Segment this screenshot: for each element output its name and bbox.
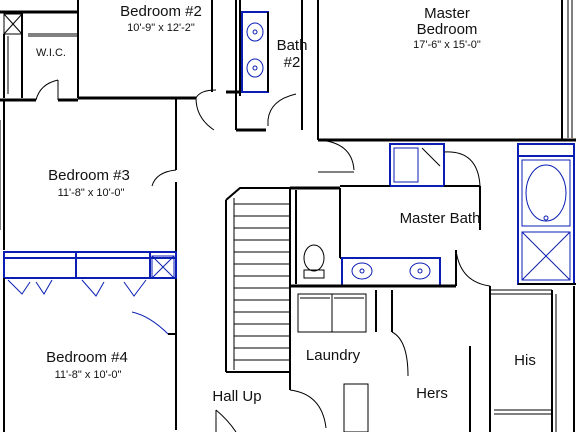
room-labels: W.I.C. Bedroom #2 10'-9" x 12'-2" Bath #…	[36, 3, 536, 405]
hall-area	[215, 409, 237, 432]
bedroom4-walls	[3, 278, 176, 432]
bath2-label-line2: #2	[284, 54, 301, 71]
master-bath-label: Master Bath	[400, 210, 481, 227]
tub-shower	[479, 143, 576, 285]
bedroom2-name: Bedroom #2	[120, 3, 202, 20]
wic-label: W.I.C.	[36, 47, 66, 59]
master-bedroom-line1: Master	[424, 5, 470, 22]
master-bedroom-walls	[317, 0, 576, 173]
bedroom2-size: 10'-9" x 12'-2"	[127, 22, 195, 34]
closet-area	[343, 286, 575, 432]
laundry-label: Laundry	[306, 347, 361, 364]
master-bedroom-line2: Bedroom	[417, 21, 478, 38]
bath2-label-line1: Bath	[277, 37, 308, 54]
bedroom4-name: Bedroom #4	[46, 349, 128, 366]
laundry-area	[289, 290, 409, 429]
bedroom3-name: Bedroom #3	[48, 167, 130, 184]
staircase	[225, 187, 291, 373]
hall-label: Hall Up	[212, 388, 261, 405]
master-bedroom-size: 17'-6" x 15'-0"	[413, 39, 481, 51]
wic-area	[0, 0, 79, 102]
closet-band	[3, 251, 177, 335]
bedroom4-size: 11'-8" x 10'-0"	[55, 369, 122, 381]
bedroom3-size: 11'-8" x 10'-0"	[58, 187, 125, 199]
bath2-area	[236, 0, 319, 140]
his-label: His	[514, 352, 536, 369]
hers-label: Hers	[416, 385, 448, 402]
master-bath-area	[290, 143, 491, 288]
bedroom3-walls	[0, 98, 177, 430]
